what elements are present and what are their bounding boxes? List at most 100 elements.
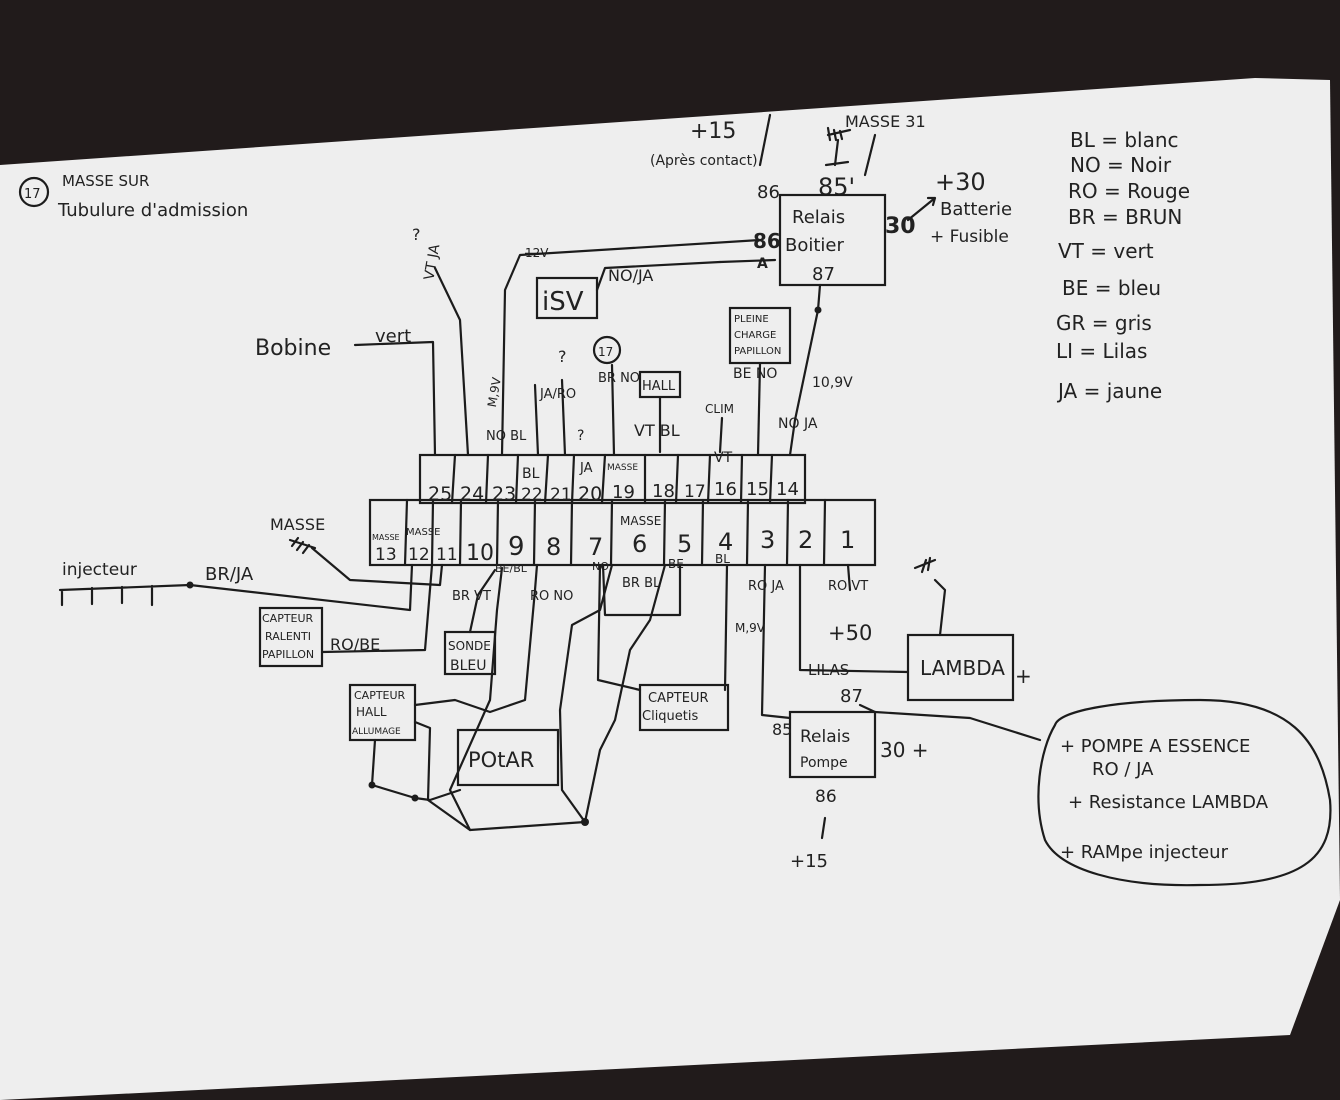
- pin19-masse-label: MASSE: [607, 463, 638, 473]
- no-bl-label: NO BL: [486, 429, 527, 444]
- plus50-label: +50: [828, 621, 872, 645]
- upper-components: iSV NO/JA Bobine vert ? VT JA M,9V NO BL…: [255, 225, 853, 457]
- ground-symbol-top: [826, 126, 852, 142]
- connector-pin: 10: [466, 541, 494, 566]
- pin20-ja-label: JA: [579, 461, 593, 476]
- relay-a-mark: A: [757, 256, 768, 272]
- lambda-plus: +: [1015, 664, 1032, 688]
- no-ja-label: NO JA: [778, 416, 818, 432]
- ground-note: 17 MASSE SUR Tubulure d'admission: [18, 172, 248, 221]
- pin16-vt-label: VT: [714, 450, 733, 466]
- relais-pompe-pin30: 30 +: [880, 738, 929, 762]
- pin22-bl-label: BL: [522, 466, 540, 482]
- connector-pin: 18: [652, 481, 675, 502]
- paper-sheet: [0, 78, 1340, 1100]
- note-line1: + POMPE A ESSENCE: [1060, 736, 1250, 757]
- hall-allumage-line3: ALLUMAGE: [352, 727, 401, 737]
- connector-pin: 19: [612, 482, 635, 503]
- relais-boitier-line2: Boitier: [785, 235, 844, 256]
- relais-boitier-line1: Relais: [792, 207, 845, 228]
- relais-boitier-box: [778, 193, 887, 287]
- connector-pin: 20: [578, 483, 602, 505]
- pleine-label-3: PAPILLON: [734, 346, 781, 357]
- relay-pin85-top: 85': [818, 173, 855, 201]
- vt-bl-label: VT BL: [634, 421, 680, 440]
- plus15-label: +15: [690, 119, 736, 144]
- connector-pin: 11: [436, 545, 458, 565]
- legend-item: JA = jaune: [1056, 379, 1162, 403]
- pin9-bebl-label: BE/BL: [495, 562, 528, 575]
- fusible-label: + Fusible: [930, 227, 1009, 247]
- plus30-label: +30: [935, 168, 986, 196]
- question-mark-1: ?: [412, 225, 421, 244]
- capteur-ralenti-box: [258, 606, 324, 668]
- br-bl-label: BR BL: [622, 576, 661, 591]
- legend-item: VT = vert: [1058, 239, 1154, 263]
- pin13-masse-label: MASSE: [372, 533, 400, 542]
- capteur-ralenti-line1: CAPTEUR: [262, 612, 314, 625]
- connector-pin: 13: [375, 545, 397, 565]
- lambda-box: [906, 633, 1015, 702]
- legend-item: GR = gris: [1056, 311, 1152, 335]
- volt-10-9-label: 10,9V: [812, 375, 853, 391]
- connector-bottom-row: [368, 498, 877, 567]
- relais-pompe-plus15: +15: [790, 851, 828, 872]
- connector-pin: 3: [760, 526, 775, 554]
- masse31-label: MASSE 31: [845, 112, 926, 131]
- bottom-wires: BR VT RO NO BR BL RO JA M,9V RO VT +50 L…: [452, 563, 910, 732]
- potar-box: [456, 728, 560, 787]
- note-bubble-outline: [1037, 698, 1332, 887]
- pin5-be-label: BE: [668, 557, 684, 571]
- connector-pin: 1: [840, 526, 855, 554]
- connector-pin: 22: [521, 485, 543, 505]
- relais-pompe-line1: Relais: [800, 727, 850, 747]
- capteur-ralenti-line3: PAPILLON: [262, 648, 314, 661]
- pleine-label-2: CHARGE: [734, 330, 776, 341]
- connector-pin: 17: [684, 482, 706, 502]
- br-vt-label: BR VT: [452, 589, 491, 604]
- connector-pin: 6: [632, 530, 647, 558]
- bubble-note: + POMPE A ESSENCE RO / JA + Resistance L…: [1037, 698, 1332, 887]
- legend-item: RO = Rouge: [1068, 179, 1190, 203]
- sonde-line2: BLEU: [450, 658, 487, 674]
- connector-pin: 16: [714, 479, 737, 500]
- ground-note-line2: Tubulure d'admission: [57, 200, 248, 221]
- ground-symbol-left: [288, 536, 317, 555]
- pin6-masse-label: MASSE: [620, 514, 661, 528]
- isv-box: [535, 276, 599, 320]
- note-line2: RO / JA: [1092, 759, 1154, 780]
- circle-17: [592, 335, 622, 365]
- question-mark-3: ?: [577, 428, 584, 444]
- relais-pompe-pin87: 87: [840, 686, 863, 707]
- bobine-label: Bobine: [255, 336, 331, 361]
- isv-wire-label: NO/JA: [608, 266, 653, 285]
- relais-pompe-line2: Pompe: [800, 755, 848, 771]
- pleine-label-1: PLEINE: [734, 314, 769, 325]
- connector-pin: 23: [492, 483, 516, 505]
- relais-pompe-box: [788, 710, 877, 779]
- connector-pin: 2: [798, 526, 813, 554]
- legend-item: BL = blanc: [1070, 128, 1179, 152]
- ro-ja-label: RO JA: [748, 579, 784, 594]
- relais-pompe: Relais Pompe 85 87 30 + 86 +15: [772, 686, 1042, 872]
- cliquetis-line2: Cliquetis: [642, 709, 698, 724]
- sonde-line1: SONDE: [448, 639, 491, 653]
- br-no-label: BR NO: [598, 371, 640, 386]
- connector-pin: 25: [428, 483, 452, 505]
- connector-pin: 14: [776, 479, 799, 500]
- relais-pompe-pin86: 86: [815, 787, 837, 807]
- m9v-2-label: M,9V: [735, 621, 766, 635]
- legend-item: NO = Noir: [1070, 153, 1172, 177]
- be-no-label: BE NO: [733, 366, 777, 382]
- note-line4: + RAMpe injecteur: [1060, 842, 1229, 863]
- legend-item: BE = bleu: [1062, 276, 1161, 300]
- bobine-wire-label: vert: [375, 326, 411, 347]
- hall-label: HALL: [642, 379, 676, 394]
- ro-vt-label: RO VT: [828, 579, 868, 594]
- connector-pin: 5: [677, 530, 692, 558]
- connector-pin: 21: [550, 485, 572, 505]
- ground-note-num: 17: [24, 187, 41, 202]
- ja-ro-label: JA/RO: [539, 387, 576, 402]
- ecu-connector: 25 24 23 22 21 20 19 18 17 16 15 14 BL J…: [368, 450, 877, 575]
